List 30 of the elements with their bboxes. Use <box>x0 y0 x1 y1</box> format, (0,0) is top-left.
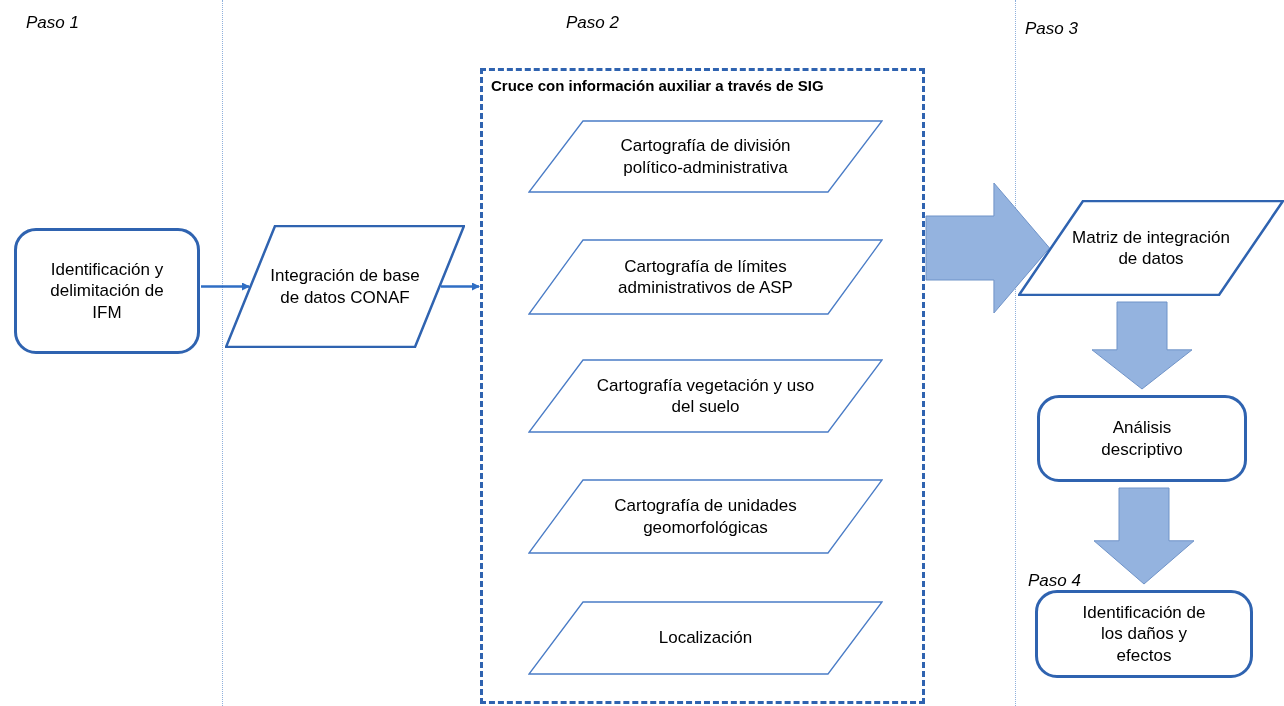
node-text: Cartografía de división político-administrativa <box>619 135 792 178</box>
data-parallelogram <box>528 239 883 315</box>
data-parallelogram <box>528 479 883 554</box>
data-parallelogram <box>225 225 465 348</box>
process-box <box>1037 395 1247 482</box>
node-text: Matriz de integración de datos <box>1071 226 1231 270</box>
block-arrow <box>1093 487 1195 585</box>
step-label: Paso 4 <box>1028 570 1081 592</box>
block-arrow <box>925 182 1050 314</box>
step-label: Paso 3 <box>1025 18 1078 40</box>
node-text: Cartografía de límites administrativos de ASP <box>617 255 794 299</box>
node-text: Cartografía de unidades geomorfológicas <box>613 495 798 538</box>
arrow <box>201 282 250 291</box>
node-text: Identificación de los daños y efectos <box>1081 602 1207 666</box>
data-parallelogram <box>1018 200 1284 296</box>
node-text: Identificación y delimitación de IFM <box>49 259 165 323</box>
arrow <box>441 282 480 291</box>
process-box <box>14 228 200 354</box>
data-parallelogram <box>528 120 883 193</box>
node-text: Cartografía vegetación y uso del suelo <box>595 374 816 418</box>
step-label: Paso 2 <box>566 12 619 34</box>
group-title: Cruce con información auxiliar a través de SIG <box>491 76 824 96</box>
data-parallelogram <box>528 601 883 675</box>
node-text: Localización <box>658 627 753 649</box>
dashed-group-box <box>480 68 925 704</box>
block-arrow <box>1091 301 1193 390</box>
node-text: Análisis descriptivo <box>1100 417 1184 460</box>
node-text: Integración de base de datos CONAF <box>269 265 421 308</box>
step-label: Paso 1 <box>26 12 79 34</box>
data-parallelogram <box>528 359 883 433</box>
